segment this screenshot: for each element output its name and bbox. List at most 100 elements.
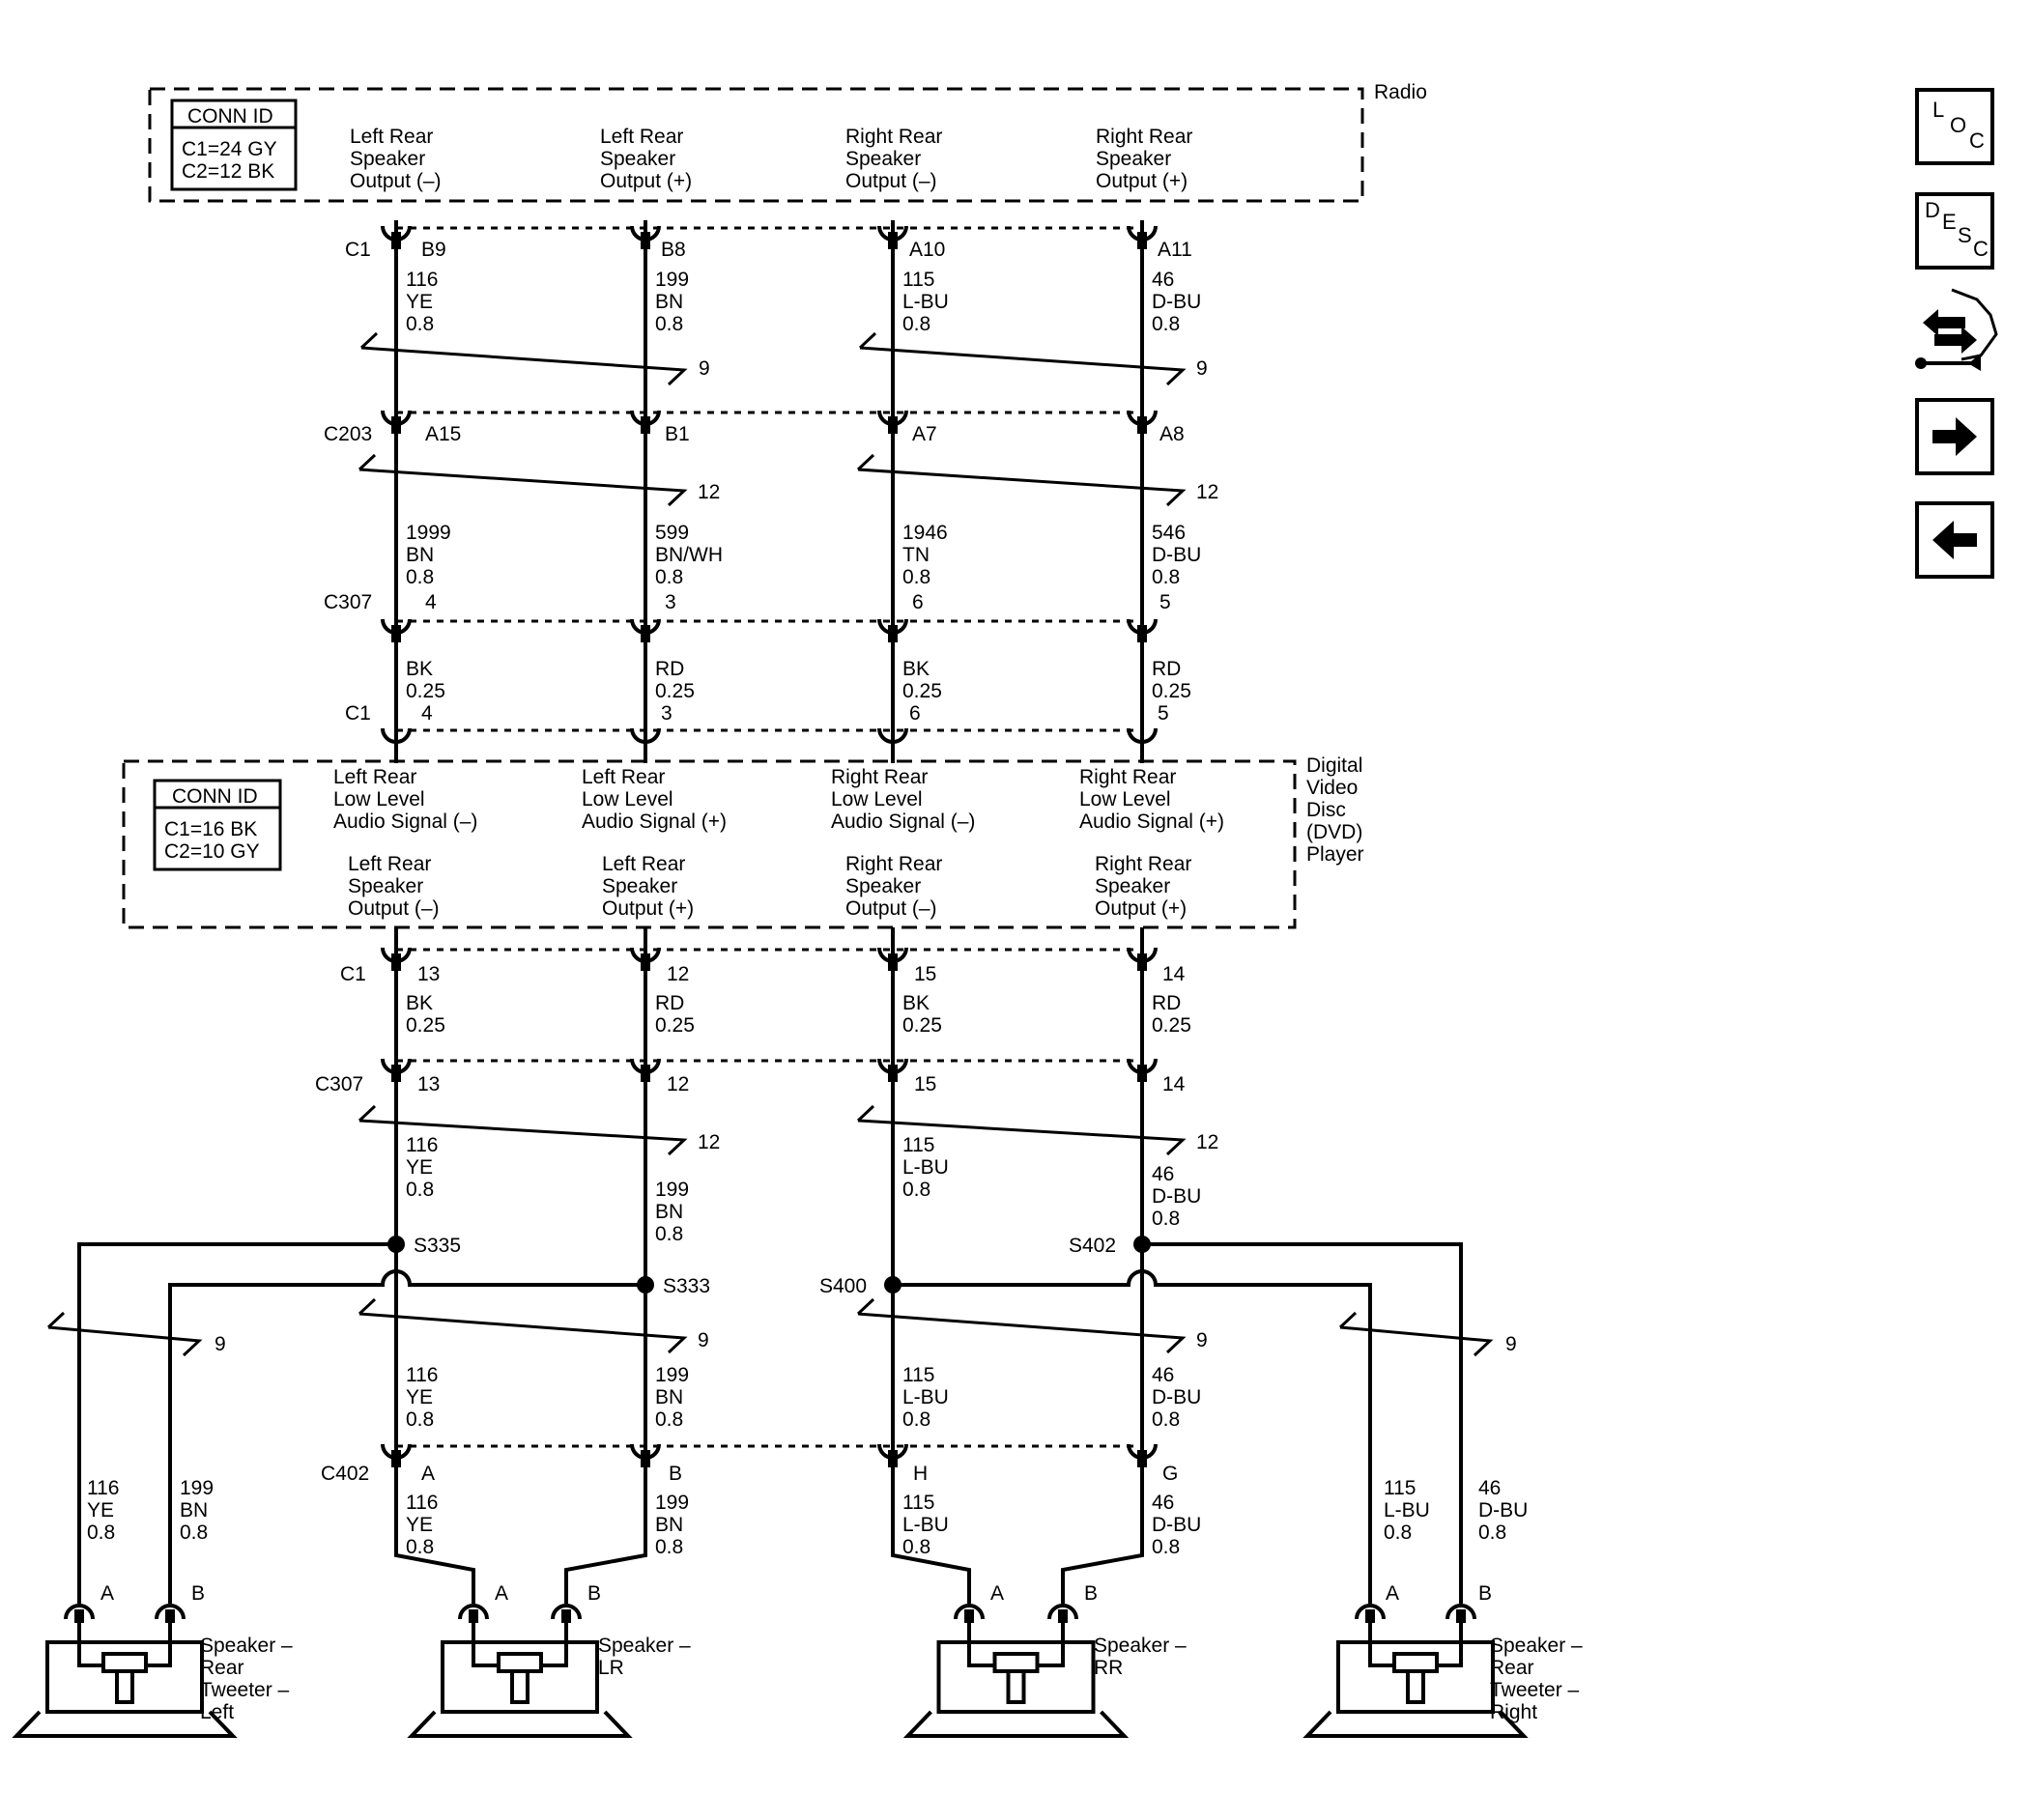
svg-text:Speaker –: Speaker –: [598, 1635, 691, 1657]
svg-text:0.8: 0.8: [406, 566, 434, 588]
svg-text:L-BU: L-BU: [1384, 1499, 1430, 1521]
terminal-label: B: [191, 1582, 205, 1605]
radio-pin-label: Left Rear Speaker Output (–): [350, 126, 442, 192]
connector-terminal: [630, 727, 661, 744]
speaker-rear-tweeter-right: [1302, 1604, 1529, 1738]
radio-component: Radio CONN ID C1=24 GY C2=12 BK Left Rea…: [148, 81, 1427, 203]
svg-text:BN: BN: [655, 291, 683, 313]
svg-text:L-BU: L-BU: [902, 291, 949, 313]
svg-text:0.8: 0.8: [902, 1408, 930, 1431]
dvd-title: Digital: [1306, 754, 1362, 777]
svg-text:Right Rear: Right Rear: [1095, 853, 1191, 875]
speaker-cone: [902, 1710, 1130, 1738]
connector-pin: 14: [1162, 963, 1186, 985]
speaker-name: Speaker – Rear Tweeter – Right: [1490, 1635, 1583, 1723]
svg-text:0.25: 0.25: [655, 680, 695, 702]
schematic-link-icon[interactable]: [1915, 288, 1998, 371]
wire-label: 46D-BU0.8: [1152, 269, 1201, 335]
svg-text:Speaker: Speaker: [600, 148, 675, 170]
speaker-terminal: [551, 1604, 582, 1623]
connector-terminal: [630, 225, 661, 249]
radio-pin-label: Right Rear Speaker Output (+): [1096, 126, 1192, 192]
radio-conn-id-line: C2=12 BK: [182, 160, 274, 183]
speaker-name: Speaker – Rear Tweeter – Left: [200, 1635, 293, 1723]
dvd-output-label: Right Rear Speaker Output (+): [1095, 853, 1191, 920]
speaker-cone: [407, 1710, 633, 1738]
svg-text:199: 199: [655, 1364, 689, 1386]
svg-text:0.8: 0.8: [1478, 1521, 1506, 1544]
svg-text:0.8: 0.8: [406, 313, 434, 335]
speaker-terminal-labels: A B A B A B A B: [100, 1582, 1492, 1605]
splice-label: S333: [663, 1275, 710, 1297]
connector-pin: 4: [421, 702, 433, 725]
speaker-rear-tweeter-left: [12, 1604, 238, 1738]
loc-button[interactable]: L O C: [1915, 88, 1994, 165]
svg-text:Right Rear: Right Rear: [845, 853, 942, 875]
connector-pin: 3: [661, 702, 673, 725]
svg-text:0.8: 0.8: [1152, 1536, 1180, 1558]
main-wires: [394, 220, 1144, 1459]
svg-text:Output (–): Output (–): [348, 897, 440, 920]
radio-conn-id-header: CONN ID: [187, 105, 273, 128]
previous-button[interactable]: [1915, 501, 1994, 579]
wire-label: 46D-BU0.8: [1152, 1492, 1201, 1558]
splice-labels: S335 S333 S400 S402: [414, 1235, 1116, 1297]
svg-text:YE: YE: [406, 291, 433, 313]
svg-text:Speaker –: Speaker –: [1094, 1635, 1187, 1657]
next-button[interactable]: [1915, 398, 1994, 475]
connector-terminal: [877, 727, 908, 744]
svg-text:9: 9: [1196, 1329, 1208, 1351]
svg-text:L-BU: L-BU: [902, 1514, 949, 1536]
connector-pin: A10: [909, 239, 945, 261]
connector-pin: 15: [914, 963, 936, 985]
connector-name: C307: [315, 1073, 363, 1095]
next-arrow-icon: [1932, 417, 1977, 456]
svg-text:199: 199: [180, 1477, 214, 1499]
svg-text:Speaker: Speaker: [348, 875, 423, 897]
svg-text:0.25: 0.25: [1152, 680, 1191, 702]
speaker-magnet: [441, 1640, 599, 1714]
connector-terminal: [1127, 410, 1158, 434]
svg-text:0.8: 0.8: [902, 1536, 930, 1558]
svg-text:Left: Left: [200, 1701, 234, 1723]
svg-text:46: 46: [1152, 1364, 1174, 1386]
svg-text:TN: TN: [902, 544, 930, 566]
svg-text:115: 115: [902, 1134, 934, 1156]
speaker-terminal: [1355, 1604, 1386, 1623]
connector-pin: B8: [661, 239, 686, 261]
dvd-input-label: Right Rear Low Level Audio Signal (–): [831, 766, 975, 833]
connector-pin: B: [669, 1463, 682, 1485]
svg-text:9: 9: [699, 357, 710, 380]
connector-pin: A15: [425, 423, 461, 445]
svg-text:0.8: 0.8: [655, 313, 683, 335]
svg-text:0.25: 0.25: [1152, 1014, 1191, 1037]
connector-terminal: [381, 947, 412, 971]
connector-pin: 5: [1159, 591, 1171, 613]
svg-text:Tweeter –: Tweeter –: [1490, 1679, 1580, 1701]
radio-conn-id-line: C1=24 GY: [182, 138, 277, 160]
dvd-output-label: Right Rear Speaker Output (–): [845, 853, 942, 920]
connector-terminal: [877, 618, 908, 642]
wire-label: RD0.25: [655, 992, 695, 1037]
svg-text:Right: Right: [1490, 1701, 1537, 1723]
svg-text:RR: RR: [1094, 1657, 1123, 1679]
connector-pin: B9: [421, 239, 446, 261]
c307-connector: [381, 618, 1158, 642]
svg-text:116: 116: [406, 1364, 438, 1386]
dvd-output-label: Left Rear Speaker Output (–): [348, 853, 440, 920]
svg-text:RD: RD: [1152, 658, 1181, 680]
connector-labels: C1 B9 B8 A10 A11 C203 A15 B1 A7 A8 C307 …: [315, 239, 1192, 1485]
svg-text:BN: BN: [655, 1514, 683, 1536]
connector-pin: 12: [667, 1073, 689, 1095]
svg-text:1999: 1999: [406, 522, 451, 544]
connector-pin: 6: [909, 702, 921, 725]
svg-text:Low Level: Low Level: [333, 788, 425, 810]
desc-button[interactable]: D E S C: [1915, 192, 1994, 270]
speaker-cone: [1302, 1710, 1529, 1738]
